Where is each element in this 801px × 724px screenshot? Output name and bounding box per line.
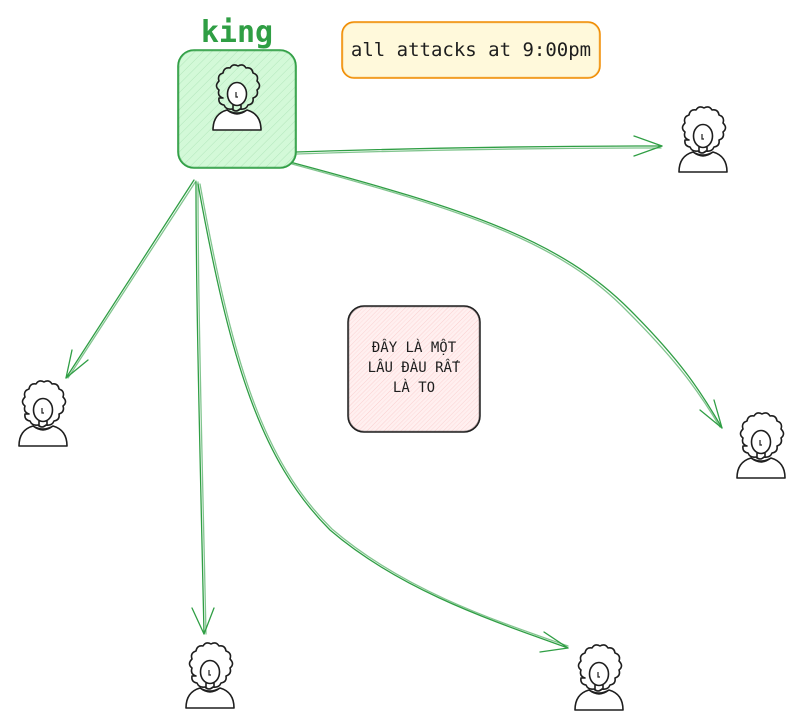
arrow-to-right-top: [295, 135, 663, 157]
soldier-bottom[interactable]: [185, 642, 235, 709]
person-icon: [736, 412, 786, 479]
soldier-left[interactable]: [18, 380, 68, 447]
person-icon: [678, 106, 728, 173]
note-box[interactable]: all attacks at 9:00pm: [341, 21, 601, 79]
castle-line-1: ĐÂY LÀ MỘT: [372, 338, 457, 356]
soldier-bottom-right[interactable]: [574, 644, 624, 711]
arrow-to-left: [65, 179, 197, 379]
person-icon: [574, 644, 624, 711]
soldier-right[interactable]: [736, 412, 786, 479]
king-label: king: [201, 15, 273, 50]
arrow-to-right-middle: [289, 161, 723, 429]
soldier-top-right[interactable]: [678, 106, 728, 173]
arrows: [65, 135, 723, 653]
king-node[interactable]: king: [177, 15, 297, 169]
person-icon: [18, 380, 68, 447]
arrow-to-bottom: [191, 181, 215, 635]
note-text: all attacks at 9:00pm: [351, 39, 591, 61]
castle-line-3: LÀ TO: [393, 379, 435, 396]
arrow-to-bottom-right: [197, 183, 569, 653]
person-icon: [185, 642, 235, 709]
castle-line-2: LÂU ĐÀU RẤT: [368, 358, 461, 376]
castle-box[interactable]: ĐÂY LÀ MỘT LÂU ĐÀU RẤT LÀ TO: [347, 305, 481, 433]
